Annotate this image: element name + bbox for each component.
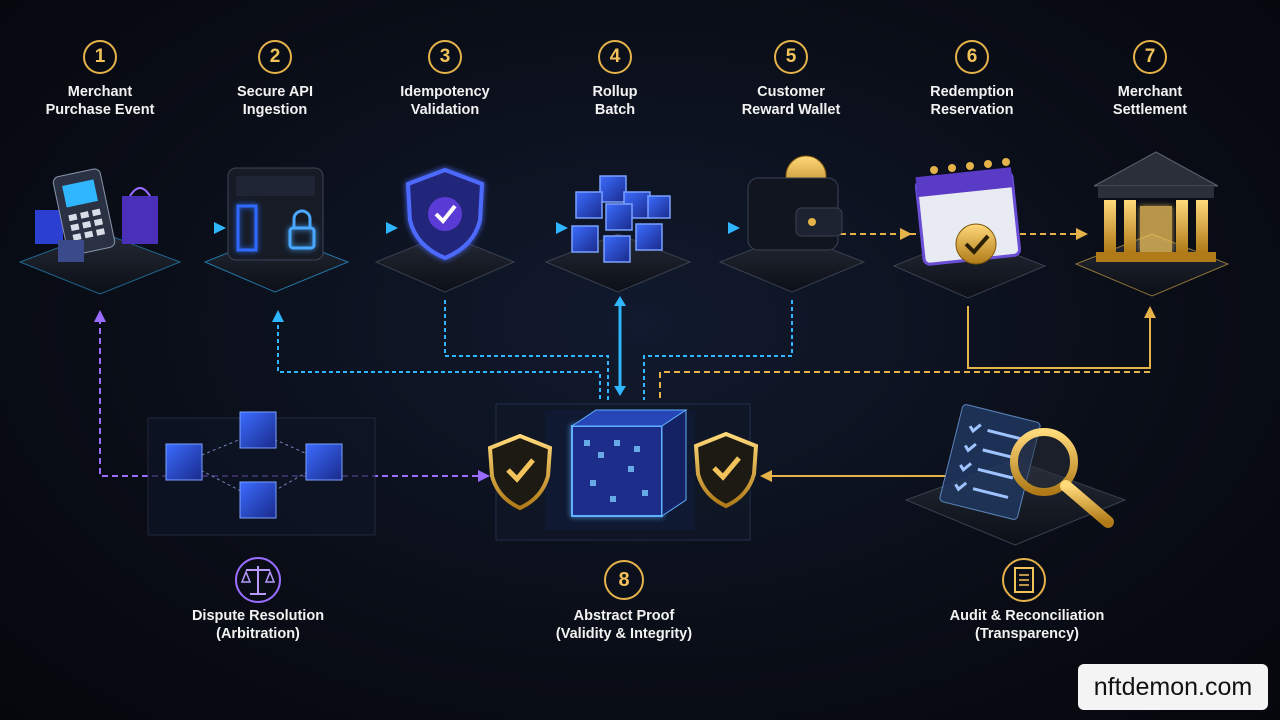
step-redemption-reservation: 6 Redemption Reservation — [887, 40, 1057, 119]
proof-badge-circle — [604, 560, 644, 600]
step-number-badge: 1 — [83, 40, 117, 74]
wallet-coin-icon — [747, 155, 843, 251]
abstract-proof-label: Abstract Proof (Validity & Integrity) — [555, 608, 693, 642]
step-number-badge: 6 — [955, 40, 989, 74]
step-number-badge: 5 — [774, 40, 808, 74]
step-number-badge: 4 — [598, 40, 632, 74]
step-rollup-batch: 4 Rollup Batch — [530, 40, 700, 119]
pos-terminal-icon — [35, 168, 158, 262]
server-lock-icon — [227, 167, 324, 261]
blockchain-network-icon — [147, 411, 376, 536]
step-label: Merchant Purchase Event — [45, 84, 155, 118]
bank-icon — [1093, 151, 1219, 262]
magnifier-checklist-icon — [904, 404, 1127, 546]
step-number-badge: 7 — [1133, 40, 1167, 74]
step-merchant-settlement: 7 Merchant Settlement — [1065, 40, 1235, 119]
step-merchant-purchase-event: 1 Merchant Purchase Event — [15, 40, 185, 119]
audit-reconciliation-label: Audit & Reconciliation (Transparency) — [949, 608, 1105, 642]
watermark: nftdemon.com — [1078, 664, 1268, 710]
step-label: Rollup Batch — [592, 84, 638, 118]
step-customer-reward-wallet: 5 Customer Reward Wallet — [706, 40, 876, 119]
proof-number-badge: 8 — [618, 569, 630, 591]
step-label: Merchant Settlement — [1112, 84, 1188, 118]
proof-cube-icon — [495, 403, 751, 541]
step-idempotency-validation: 3 Idempotency Validation — [360, 40, 530, 119]
step-number-badge: 2 — [258, 40, 292, 74]
proof-shield-left-icon — [487, 433, 553, 511]
calendar-check-icon — [914, 158, 1022, 266]
step-label: Customer Reward Wallet — [741, 84, 841, 118]
dispute-resolution-label: Dispute Resolution (Arbitration) — [191, 608, 325, 642]
shield-check-icon — [405, 167, 485, 261]
scales-icon — [235, 557, 281, 603]
step-label: Secure API Ingestion — [236, 84, 314, 118]
document-icon — [1002, 558, 1046, 602]
proof-shield-right-icon — [693, 431, 759, 509]
step-label: Redemption Reservation — [930, 84, 1014, 118]
step-number-badge: 3 — [428, 40, 462, 74]
step-label: Idempotency Validation — [400, 84, 490, 118]
cube-cluster-icon — [571, 175, 671, 263]
step-secure-api-ingestion: 2 Secure API Ingestion — [190, 40, 360, 119]
